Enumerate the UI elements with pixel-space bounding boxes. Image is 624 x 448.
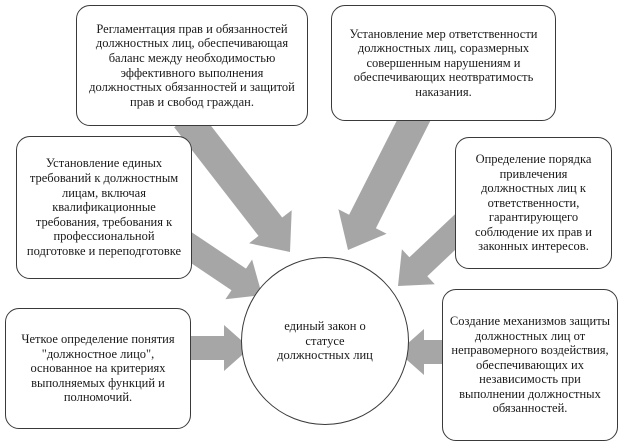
box-rights-regulation-text: Регламентация прав и обязанностей должно… (89, 21, 295, 109)
center-circle-text: единый закон о статусе должностных лиц (277, 319, 373, 363)
arrow-from-protection-mechanisms (398, 329, 444, 375)
center-circle: единый закон о статусе должностных лиц (241, 257, 409, 425)
arrow-from-unified-requirements (172, 229, 262, 300)
box-responsibility-measures-text: Установление мер ответственности должнос… (349, 26, 538, 99)
arrow-from-rights-regulation (174, 108, 292, 252)
box-protection-mechanisms-text: Создание механизмов защиты должностных л… (449, 313, 611, 416)
box-responsibility-measures: Установление мер ответственности должнос… (331, 5, 556, 121)
box-liability-procedure: Определение порядка привлечения должност… (455, 137, 612, 269)
box-unified-requirements: Установление единых требований к должнос… (16, 136, 192, 279)
arrow-from-responsibility-measures (338, 105, 432, 250)
box-official-definition-text: Четкое определение понятия "должностное … (21, 332, 175, 405)
box-unified-requirements-text: Установление единых требований к должнос… (26, 156, 182, 258)
arrow-from-official-definition (188, 325, 250, 371)
box-liability-procedure-text: Определение порядка привлечения должност… (474, 151, 593, 254)
box-rights-regulation: Регламентация прав и обязанностей должно… (76, 5, 308, 126)
box-official-definition: Четкое определение понятия "должностное … (5, 308, 191, 429)
box-protection-mechanisms: Создание механизмов защиты должностных л… (442, 289, 618, 441)
